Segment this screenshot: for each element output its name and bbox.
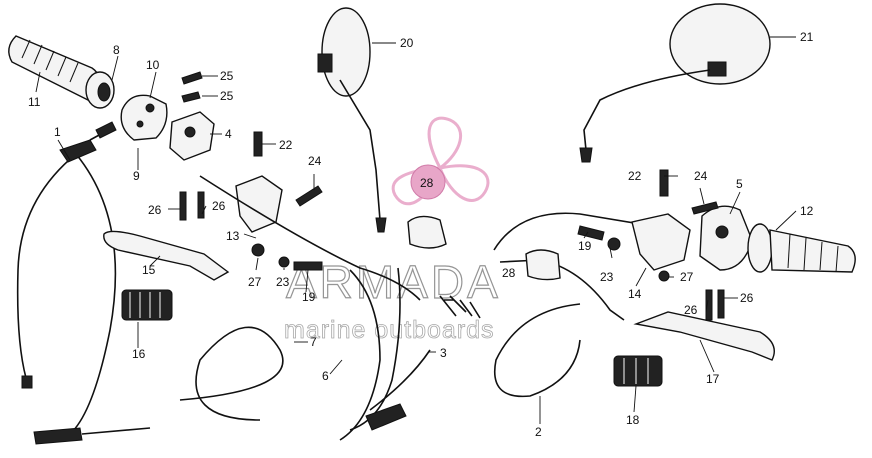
callout-6: 6	[322, 369, 329, 383]
callout-24b: 24	[694, 169, 708, 183]
left-switch-housing	[120, 94, 168, 141]
callout-5: 5	[736, 177, 743, 191]
brake-lever	[633, 311, 775, 361]
leader-lines	[35, 36, 797, 424]
callout-26a: 26	[148, 203, 162, 217]
callout-25a: 25	[220, 69, 234, 83]
right-handlebar-wire	[493, 212, 641, 321]
callout-10: 10	[146, 58, 160, 72]
brake-cable	[494, 303, 581, 398]
callout-9: 9	[133, 169, 140, 183]
callout-labels: 8 10 11 25 25 4 22 1 9 24 26 26 13 15 27…	[28, 30, 814, 439]
throttle-cable	[16, 127, 284, 445]
callout-22b: 22	[628, 169, 642, 183]
callout-21: 21	[800, 30, 814, 44]
right-grip	[747, 223, 856, 273]
callout-11: 11	[28, 95, 41, 109]
left-grip	[8, 35, 115, 109]
callout-25b: 25	[220, 89, 234, 103]
clutch-perch	[199, 175, 421, 301]
callout-16: 16	[132, 347, 146, 361]
watermark-tagline: marine outboards	[284, 316, 495, 344]
callout-19b: 19	[578, 239, 592, 253]
callout-27a: 27	[248, 275, 262, 289]
callout-3: 3	[440, 346, 447, 360]
wire-harness	[339, 267, 481, 441]
callout-18: 18	[626, 413, 640, 427]
callout-28b: 28	[502, 266, 516, 280]
left-clutch-switch	[121, 289, 173, 321]
callout-23a: 23	[276, 275, 290, 289]
callout-20: 20	[400, 36, 414, 50]
callout-7: 7	[310, 335, 317, 349]
callout-26c: 26	[684, 303, 698, 317]
right-brake-switch	[613, 355, 663, 387]
callout-4: 4	[225, 127, 232, 141]
callout-26b: 26	[212, 199, 226, 213]
callout-27b: 27	[680, 270, 694, 284]
brake-perch	[577, 213, 691, 282]
callout-14: 14	[628, 287, 642, 301]
callout-19a: 19	[302, 290, 316, 304]
callout-8: 8	[113, 43, 120, 57]
callout-26d: 26	[740, 291, 754, 305]
clutch-bracket	[169, 111, 215, 161]
clamp-left	[407, 215, 447, 249]
callout-15: 15	[142, 263, 156, 277]
highlight-marker	[410, 164, 446, 200]
callout-24a: 24	[308, 154, 322, 168]
callout-22a: 22	[279, 138, 293, 152]
callout-17: 17	[706, 372, 720, 386]
left-mirror	[317, 7, 387, 233]
clamp-right	[525, 249, 561, 281]
right-switch-housing	[699, 205, 753, 271]
callout-13: 13	[226, 229, 240, 243]
callout-2: 2	[535, 425, 542, 439]
clutch-lever	[103, 230, 230, 281]
callout-12: 12	[800, 204, 814, 218]
callout-1: 1	[54, 125, 61, 139]
right-mirror	[579, 3, 771, 163]
callout-28a: 28	[420, 176, 434, 190]
callout-23b: 23	[600, 270, 614, 284]
bolts	[95, 71, 725, 321]
